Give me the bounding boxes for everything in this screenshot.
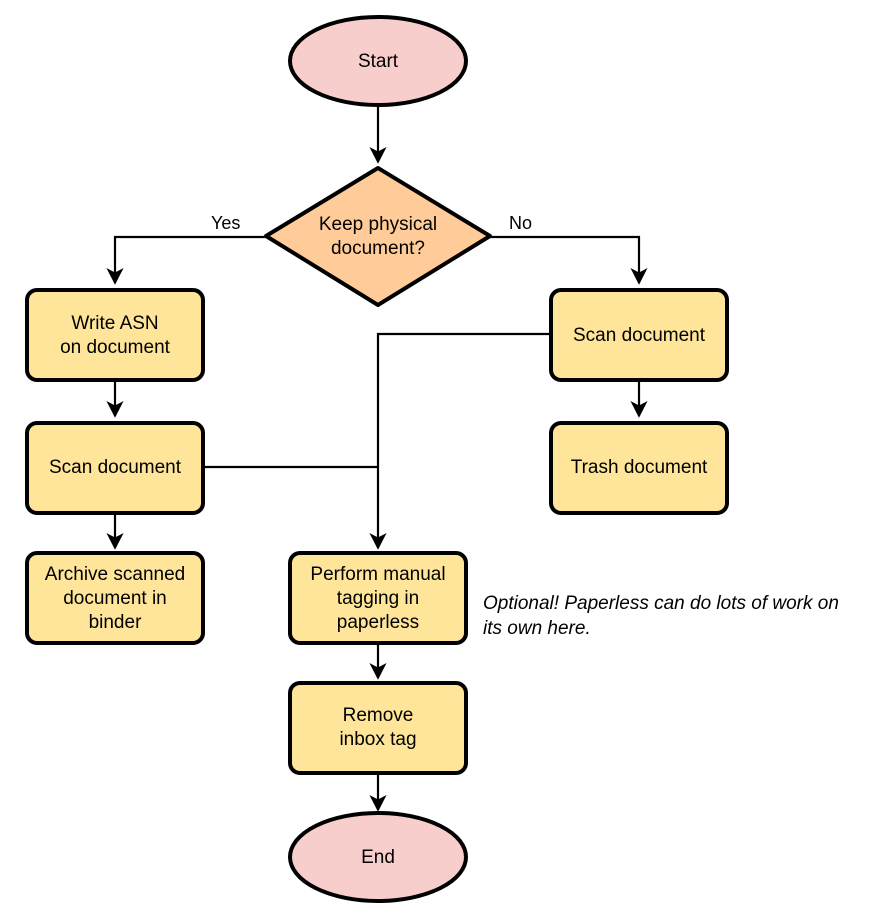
decision-label-line1: Keep physical xyxy=(319,214,437,235)
edge-decision-yes-to-write-asn xyxy=(106,235,265,285)
node-scan-document-left[interactable]: Scan document xyxy=(25,421,205,515)
write-asn-label-line2: on document xyxy=(60,337,171,358)
annotation-line1: Optional! Paperless can do lots of work … xyxy=(483,593,839,614)
annotation-optional-note: Optional! Paperless can do lots of work … xyxy=(483,593,839,639)
end-ellipse xyxy=(288,811,468,903)
end-label: End xyxy=(361,847,395,868)
archive-label-line1: Archive scanned xyxy=(45,564,185,585)
scan-document-left-box xyxy=(25,421,205,515)
node-write-asn[interactable]: Write ASN on document xyxy=(25,288,205,382)
remove-inbox-label-line1: Remove xyxy=(343,705,414,726)
decision-diamond xyxy=(264,166,492,307)
archive-label-line3: binder xyxy=(89,612,142,633)
scan-document-right-label: Scan document xyxy=(573,325,706,346)
edge-decision-no-to-scan-right xyxy=(490,235,648,285)
node-decision-keep-physical-document[interactable]: Keep physical document? xyxy=(264,166,492,307)
edge-label-no: No xyxy=(509,213,532,233)
trash-document-label: Trash document xyxy=(571,457,708,478)
tagging-label-line3: paperless xyxy=(337,612,419,633)
tagging-label-line2: tagging in xyxy=(337,588,419,609)
scan-document-left-label: Scan document xyxy=(49,457,182,478)
archive-label-line2: document in xyxy=(63,588,167,609)
edge-label-yes: Yes xyxy=(211,213,240,233)
tagging-label-line1: Perform manual xyxy=(310,564,445,585)
remove-inbox-tag-box xyxy=(288,681,468,775)
decision-label-line2: document? xyxy=(331,238,425,259)
write-asn-box xyxy=(25,288,205,382)
node-perform-manual-tagging[interactable]: Perform manual tagging in paperless xyxy=(288,551,468,645)
scan-document-right-box xyxy=(549,288,729,382)
trash-document-box xyxy=(549,421,729,515)
start-label: Start xyxy=(358,51,399,72)
start-ellipse xyxy=(288,15,468,107)
node-start[interactable]: Start xyxy=(288,15,468,107)
archive-box xyxy=(25,551,205,645)
node-remove-inbox-tag[interactable]: Remove inbox tag xyxy=(288,681,468,775)
write-asn-label-line1: Write ASN xyxy=(71,313,158,334)
node-archive-scanned-document[interactable]: Archive scanned document in binder xyxy=(25,551,205,645)
annotation-line2: its own here. xyxy=(483,618,591,639)
node-trash-document[interactable]: Trash document xyxy=(549,421,729,515)
tagging-box xyxy=(288,551,468,645)
remove-inbox-label-line2: inbox tag xyxy=(339,729,416,750)
node-scan-document-right[interactable]: Scan document xyxy=(549,288,729,382)
node-end[interactable]: End xyxy=(288,811,468,903)
edge-scan-right-to-tagging xyxy=(369,332,551,550)
edges-layer xyxy=(106,103,648,812)
